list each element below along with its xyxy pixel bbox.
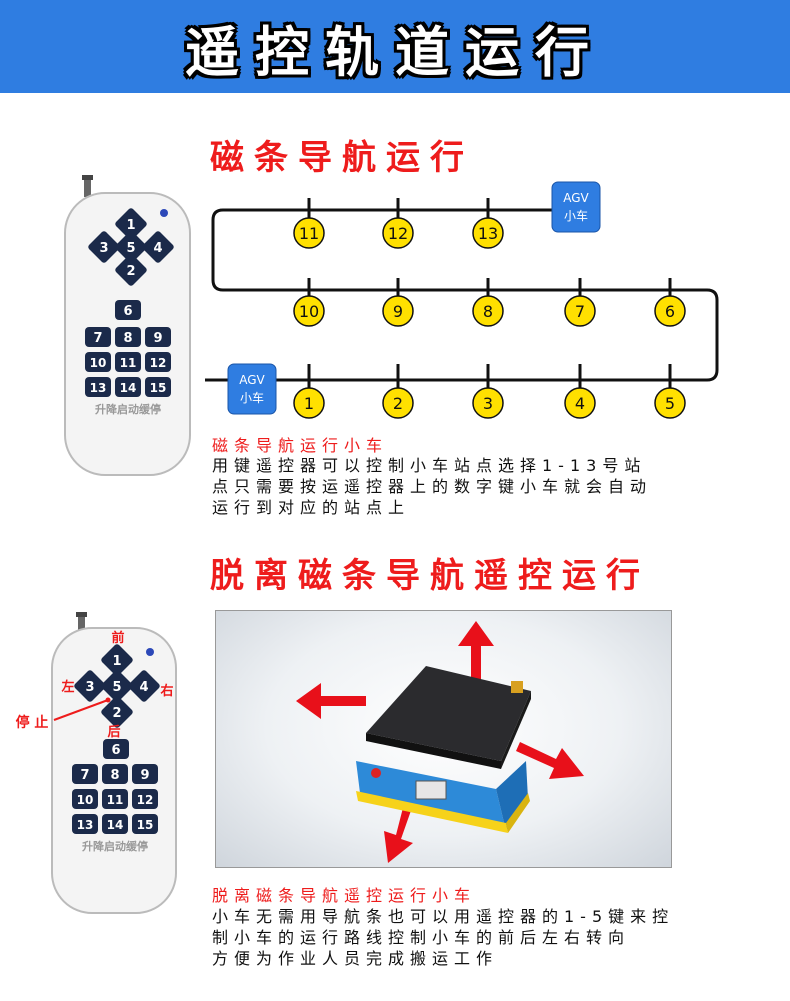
remote-footer: 升降启动缓停 [82,839,148,853]
direction-arrows [296,621,584,863]
remote-control-2: 1 3 5 4 2 前 左 右 后 停 止 6 7 8 9 10 11 12 1… [16,612,177,914]
svg-text:11: 11 [107,793,124,807]
station-label: 8 [483,302,493,321]
station-label: 3 [483,394,493,413]
dpad-keys: 1 3 5 4 2 [74,644,160,728]
section1-heading: 磁条导航运行 [210,138,474,178]
svg-text:15: 15 [150,381,167,395]
station-label: 11 [299,224,319,243]
svg-text:AGV: AGV [563,191,589,205]
stations-bottom: 1 2 3 4 5 [293,387,686,419]
svg-text:2: 2 [112,706,121,721]
section2-desc-line: 小车无需用导航条也可以用遥控器的1-5键来控 [212,907,675,926]
svg-text:9: 9 [140,768,149,783]
svg-text:9: 9 [153,331,162,346]
station-label: 4 [575,394,585,413]
svg-text:小车: 小车 [564,208,588,223]
top-banner [0,0,790,93]
key-label: 4 [153,241,162,256]
section1-desc-title: 磁条导航运行小车 [212,436,389,455]
svg-text:12: 12 [137,793,154,807]
svg-text:3: 3 [85,680,94,695]
key-label: 2 [126,264,135,279]
svg-text:AGV: AGV [239,373,265,387]
dpad-keys: 1 3 5 4 2 [88,208,174,286]
number-keys: 6 7 8 9 10 11 12 13 14 15 [85,300,171,397]
agv-photo [215,610,672,868]
svg-text:10: 10 [90,356,107,370]
station-label: 10 [299,302,319,321]
key-label: 5 [126,241,135,256]
svg-text:14: 14 [107,818,124,832]
key-label: 3 [99,241,108,256]
svg-text:12: 12 [150,356,167,370]
svg-text:15: 15 [137,818,154,832]
svg-text:1: 1 [112,654,121,669]
remote-footer: 升降启动缓停 [95,402,161,416]
section1-desc-line: 运行到对应的站点上 [212,498,411,517]
station-label: 5 [665,394,675,413]
svg-text:7: 7 [80,768,89,783]
station-label: 7 [575,302,585,321]
section1-desc-line: 点只需要按运遥控器上的数字键小车就会自动 [212,477,653,496]
label-left: 左 [61,679,74,695]
stations-mid: 10 9 8 7 6 [293,295,686,327]
svg-text:4: 4 [139,680,148,695]
page-title: 遥控轨道运行 [185,21,605,84]
direction-labels: 前 左 右 后 停 止 [16,630,174,740]
station-label: 13 [478,224,498,243]
svg-text:6: 6 [111,743,120,758]
agv-illustration [296,621,584,863]
station-label: 1 [304,394,314,413]
station-label: 12 [388,224,408,243]
section2-desc-line: 制小车的运行路线控制小车的前后左右转向 [212,928,631,947]
antenna-icon [76,612,87,634]
svg-text:14: 14 [120,381,137,395]
svg-text:8: 8 [110,768,119,783]
svg-text:5: 5 [112,680,121,695]
label-front: 前 [111,630,124,646]
station-label: 6 [665,302,675,321]
station-label: 2 [393,394,403,413]
label-back: 后 [107,724,120,740]
svg-text:6: 6 [123,304,132,319]
agv-box-top: AGV 小车 [551,181,601,233]
agv-box-bottom: AGV 小车 [227,363,277,415]
station-label: 9 [393,302,403,321]
svg-text:7: 7 [93,331,102,346]
svg-text:小车: 小车 [240,390,264,405]
label-stop: 停 止 [16,714,49,731]
number-keys: 6 7 8 9 10 11 12 13 14 15 [72,739,158,834]
label-right: 右 [159,683,173,699]
svg-text:13: 13 [90,381,107,395]
section1-desc-line: 用键遥控器可以控制小车站点选择1-13号站 [212,456,647,475]
svg-text:11: 11 [120,356,137,370]
section2-desc-line: 方便为作业人员完成搬运工作 [212,949,499,968]
section2-desc-title: 脱离磁条导航遥控运行小车 [212,886,477,905]
key-label: 1 [126,218,135,233]
remote-control-1: 1 3 5 4 2 6 7 8 9 10 11 12 13 14 15 升降启动… [64,175,191,476]
stations-top: 11 12 13 [293,217,504,249]
section2-heading: 脱离磁条导航遥控运行 [210,556,650,596]
svg-text:13: 13 [77,818,94,832]
antenna-icon [82,175,93,197]
svg-text:8: 8 [123,331,132,346]
svg-text:10: 10 [77,793,94,807]
track-diagram: 11 12 13 10 9 8 7 6 1 2 3 4 5 AGV 小车 AGV… [205,181,719,419]
